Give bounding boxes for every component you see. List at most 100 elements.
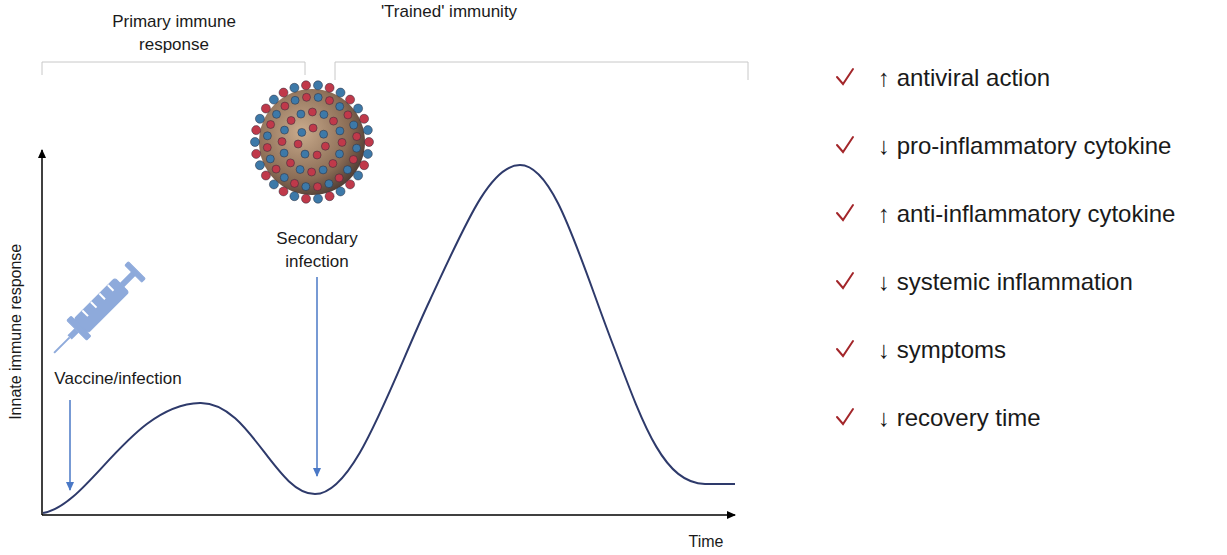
virus-spike xyxy=(338,138,346,146)
virus-spike xyxy=(308,108,316,116)
virus-spike xyxy=(309,124,317,132)
virus-spike xyxy=(261,104,270,113)
virus-spike xyxy=(269,180,278,189)
virus-spike xyxy=(266,155,274,163)
virus-spike xyxy=(252,126,261,135)
virus-spike xyxy=(363,149,372,158)
virus-spike xyxy=(267,121,275,129)
virus-spike xyxy=(297,110,305,118)
virus-spike xyxy=(279,187,288,196)
virus-spike xyxy=(252,149,261,158)
virus-spike xyxy=(314,81,323,90)
bracket xyxy=(42,62,305,75)
check-marks xyxy=(837,69,853,424)
virus-spike xyxy=(354,104,363,113)
virus-spike xyxy=(261,171,270,180)
virus-spike xyxy=(363,126,372,135)
virus-spike xyxy=(353,144,361,152)
virus-spike xyxy=(301,150,309,158)
pointer-arrow xyxy=(316,277,318,476)
response-curve xyxy=(43,165,735,513)
virus-spike xyxy=(255,114,264,123)
bracket xyxy=(335,62,748,80)
virus-spike xyxy=(353,133,361,141)
virus-spike xyxy=(320,111,328,119)
virus-spike xyxy=(360,161,369,170)
effect-item: ↓ symptoms xyxy=(878,334,1006,366)
virus-spike xyxy=(360,114,369,123)
virus-spike xyxy=(281,102,289,110)
virus-spike xyxy=(263,144,271,152)
check-mark xyxy=(837,273,853,288)
virus-spike xyxy=(281,126,289,134)
event-label: Vaccine/infection xyxy=(33,368,203,391)
virus-spike xyxy=(298,128,306,136)
virus-spike xyxy=(329,160,337,168)
virus-spike xyxy=(336,187,345,196)
virus-spike xyxy=(303,93,311,101)
virus-spike xyxy=(314,93,322,101)
x-axis xyxy=(42,514,735,516)
virus-spike xyxy=(346,95,355,104)
effect-item: ↓ recovery time xyxy=(878,402,1041,434)
effect-item: ↓ systemic inflammation xyxy=(878,266,1133,298)
virus-spike xyxy=(350,121,358,129)
virus-spike xyxy=(280,149,288,157)
virus-spike xyxy=(326,97,334,105)
virus-spike xyxy=(302,194,311,203)
effect-item: ↑ anti-inflammatory cytokine xyxy=(878,198,1175,230)
virus-spike xyxy=(290,83,299,92)
virus-spike xyxy=(287,159,295,167)
virus-spike xyxy=(280,174,288,182)
virus-spike xyxy=(336,88,345,97)
virus-spike xyxy=(325,192,334,201)
axis-label: Innate immune response xyxy=(5,202,27,462)
virus-spike xyxy=(291,179,299,187)
virus-spike xyxy=(314,183,322,191)
virus-spike xyxy=(279,88,288,97)
virus-spike xyxy=(325,83,334,92)
virus-spike xyxy=(251,138,260,147)
virus-spike xyxy=(321,142,329,150)
virus-spike xyxy=(354,171,363,180)
virus-spike xyxy=(346,180,355,189)
virus-spike xyxy=(273,110,281,118)
syringe-icon xyxy=(44,260,147,363)
pointer-arrow xyxy=(69,400,71,490)
virus-spike xyxy=(336,127,344,135)
virus-spike xyxy=(330,117,338,125)
virus-spike xyxy=(344,166,352,174)
phase-label: 'Trained' immunity xyxy=(319,1,579,24)
check-mark xyxy=(837,205,853,220)
check-mark xyxy=(837,69,853,84)
virus-spike xyxy=(335,174,343,182)
virus-spike xyxy=(320,130,328,138)
check-mark xyxy=(837,409,853,424)
virus-illustration xyxy=(251,81,374,203)
virus-spike xyxy=(319,166,327,174)
y-axis xyxy=(41,150,43,515)
virus-spike xyxy=(302,81,311,90)
virus-spike xyxy=(344,111,352,119)
virus-spike xyxy=(269,95,278,104)
virus-spike xyxy=(336,103,344,111)
virus-spike xyxy=(287,117,295,125)
check-mark xyxy=(837,137,853,152)
virus-spike xyxy=(302,183,310,191)
virus-spike xyxy=(291,96,299,104)
virus-spike xyxy=(294,140,302,148)
axis-label: Time xyxy=(676,531,736,553)
virus-spike xyxy=(313,151,321,159)
phase-label: Primary immune response xyxy=(99,11,249,57)
virus-spike xyxy=(336,150,344,158)
virus-spike xyxy=(325,180,333,188)
virus-spike xyxy=(349,156,357,164)
check-mark xyxy=(837,341,853,356)
virus-spike xyxy=(255,161,264,170)
event-label: Secondary infection xyxy=(257,228,377,274)
effect-item: ↓ pro-inflammatory cytokine xyxy=(878,130,1171,162)
virus-spike xyxy=(263,132,271,140)
virus-spike xyxy=(308,168,316,176)
virus-spike xyxy=(314,194,323,203)
virus-spike xyxy=(272,165,280,173)
